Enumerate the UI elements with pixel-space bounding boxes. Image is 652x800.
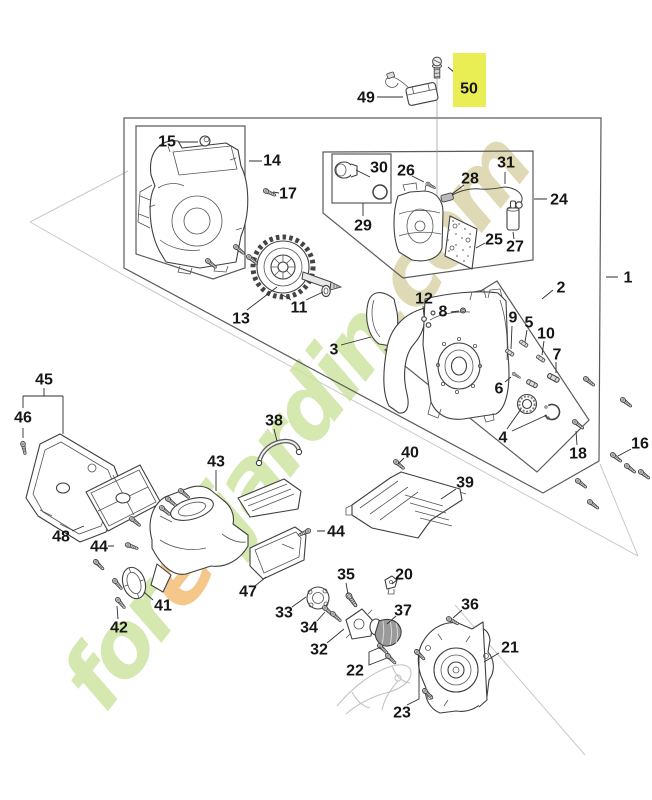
callout-21: 21: [501, 640, 519, 657]
callout-43: 43: [207, 454, 225, 471]
part-circlip: [543, 403, 561, 421]
callout-7: 7: [553, 347, 562, 364]
callout-18: 18: [569, 446, 587, 463]
box-part-14: [135, 125, 246, 280]
part-louver-panel: [237, 478, 302, 518]
part-cable-clip: [384, 575, 398, 595]
callout-47: 47: [239, 584, 257, 601]
box-part-29: [331, 153, 392, 204]
callout-38: 38: [265, 413, 283, 430]
box-part-1: [123, 117, 602, 494]
part-cap: [121, 566, 147, 600]
part-starter-cup: [334, 161, 371, 179]
fasteners-crankcase: [421, 307, 561, 389]
part-shroud: [149, 485, 249, 593]
part-short-circuit-wire: [504, 186, 523, 209]
part-blower-housing: [137, 140, 249, 275]
callout-36: 36: [461, 597, 479, 614]
callout-10: 10: [537, 326, 555, 343]
callout-2: 2: [557, 280, 566, 297]
callout-30: 30: [370, 160, 388, 177]
callout-5: 5: [525, 315, 534, 332]
part-carb-spacer: [345, 608, 374, 640]
callout-12: 12: [415, 291, 433, 308]
callout-33: 33: [275, 605, 293, 622]
callout-23: 23: [393, 705, 411, 722]
callout-41: 41: [154, 598, 172, 615]
part-trigger-handle-ghost: [336, 664, 412, 715]
part-flywheel: [250, 234, 343, 300]
part-gasket: [444, 215, 478, 270]
callout-39: 39: [456, 475, 474, 492]
part-hose: [255, 438, 303, 467]
callout-48: 48: [52, 529, 70, 546]
callout-9: 9: [509, 310, 518, 327]
callout-13: 13: [232, 311, 250, 328]
part-intake-flange: [306, 586, 330, 610]
box-part-24: [322, 150, 534, 279]
part-bearing: [516, 393, 538, 415]
callout-11: 11: [291, 300, 308, 317]
part-screw-50: [431, 56, 443, 79]
callout-3: 3: [330, 342, 339, 359]
part-grommet: [199, 135, 211, 147]
callout-35: 35: [337, 567, 355, 584]
perspective-plane-lines: [29, 170, 639, 756]
callout-20: 20: [395, 567, 413, 584]
callout-14: 14: [263, 153, 281, 170]
callout-49: 49: [357, 90, 375, 107]
callout-45: 45: [35, 372, 53, 389]
callout-29: 29: [354, 218, 372, 235]
callout-16: 16: [631, 436, 649, 453]
part-intake-boot: [369, 618, 402, 647]
callout-44: 44: [90, 539, 108, 556]
callout-28: 28: [461, 171, 479, 188]
callout-6: 6: [495, 381, 504, 398]
callout-40: 40: [401, 445, 419, 462]
part-capacitor: [506, 200, 520, 231]
callout-22: 22: [346, 663, 364, 680]
part-ignition-module: [385, 71, 439, 106]
callout-27: 27: [506, 239, 524, 256]
callout-15: 15: [158, 134, 176, 151]
callout-25: 25: [485, 232, 503, 249]
callout-31: 31: [497, 155, 515, 172]
part-engine-pan: [345, 471, 467, 539]
callout-46: 46: [14, 410, 32, 427]
part-snap-ring: [372, 184, 388, 200]
callout-37: 37: [394, 603, 412, 620]
part-washer: [321, 284, 331, 298]
part-fan-cover: [417, 621, 494, 714]
part-spark-plug-wire: [440, 186, 506, 203]
highlight-box: [453, 53, 486, 107]
callout-17: 17: [279, 186, 297, 203]
callout-26: 26: [397, 163, 415, 180]
callout-24: 24: [550, 192, 568, 209]
part-cover-47: [249, 526, 307, 580]
callout-32: 32: [310, 642, 328, 659]
part-crankcase: [366, 288, 510, 423]
part-cylinder-cover: [393, 182, 444, 262]
callout-34: 34: [300, 620, 318, 637]
leader-lines: [22, 66, 632, 706]
callout-50: 50: [460, 81, 478, 98]
callout-4: 4: [499, 430, 508, 447]
callout-42: 42: [110, 620, 128, 637]
callout-1: 1: [624, 270, 633, 287]
callout-44: 44: [327, 524, 345, 541]
callout-8: 8: [439, 304, 448, 321]
